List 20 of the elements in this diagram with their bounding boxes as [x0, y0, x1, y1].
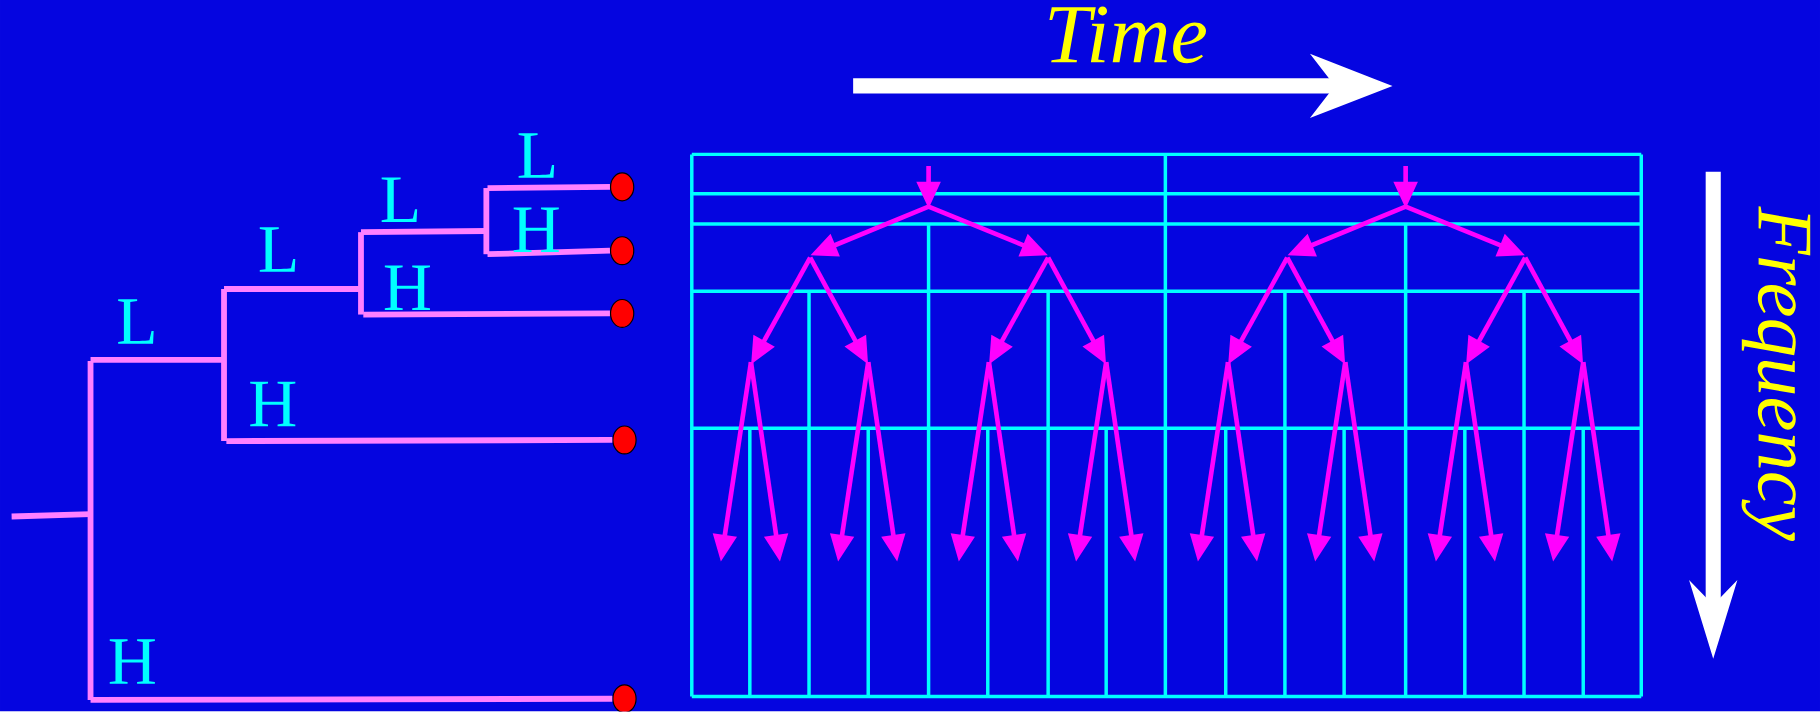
leaf-dot [609, 236, 635, 266]
leaf-dot [612, 684, 637, 712]
filter-label: H [384, 265, 430, 311]
filter-label: H [250, 381, 296, 427]
branch-line [90, 696, 613, 704]
filter-label: H [109, 639, 155, 685]
filter-label: L [259, 227, 296, 273]
axis-label: Time [1049, 6, 1206, 64]
branch-line [487, 248, 611, 258]
branch-line [363, 310, 610, 318]
branch-line [487, 184, 610, 192]
filter-label: L [518, 133, 555, 179]
leaf-dot [609, 172, 635, 202]
filter-label: L [118, 299, 154, 344]
filter-label: L [381, 177, 418, 223]
leaf-dot [609, 299, 635, 329]
leaf-dot [612, 425, 637, 455]
branch-line [226, 437, 613, 445]
filter-label: H [513, 207, 559, 253]
axis-label: Frequency [1741, 206, 1811, 542]
